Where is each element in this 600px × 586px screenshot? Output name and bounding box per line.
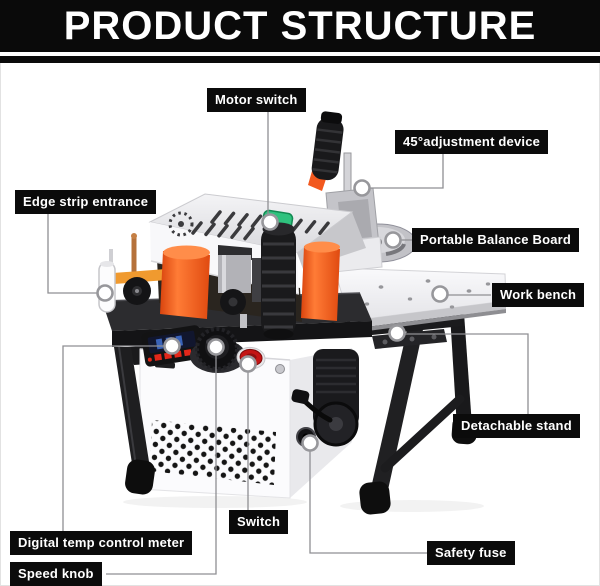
pressure-rollers [160,241,340,321]
glue-pot [218,245,266,328]
work-bench-surface [333,267,507,349]
floor-shadow [123,496,307,508]
banner-rule-white [0,52,600,56]
detachable-stand-legs [359,313,478,515]
circular-vent [168,211,194,237]
label-motor-switch: Motor switch [207,88,306,112]
ventilation-holes [150,420,276,485]
top-handle [311,111,344,181]
callout-markers [96,179,449,452]
label-safety-fuse: Safety fuse [427,541,515,565]
cable-plug [291,389,310,404]
banner-rule-black [0,56,600,63]
label-edge-strip-entrance: Edge strip entrance [15,190,157,214]
label-digital-temp-control-meter: Digital temp control meter [10,531,193,555]
front-handle [261,222,296,340]
label-detachable-stand: Detachable stand [453,414,580,438]
page-title: PRODUCT STRUCTURE [63,4,537,48]
circular-vent-center [178,221,184,227]
label-switch: Switch [229,510,289,534]
label-portable-balance-board: Portable Balance Board [412,228,580,252]
label-work-bench: Work bench [492,283,585,307]
callout-lines [47,110,529,575]
label-adjustment-device: 45°adjustment device [395,130,549,154]
label-speed-knob: Speed knob [10,562,102,586]
front-left-leg [114,346,155,495]
title-banner: PRODUCT STRUCTURE [0,0,600,52]
